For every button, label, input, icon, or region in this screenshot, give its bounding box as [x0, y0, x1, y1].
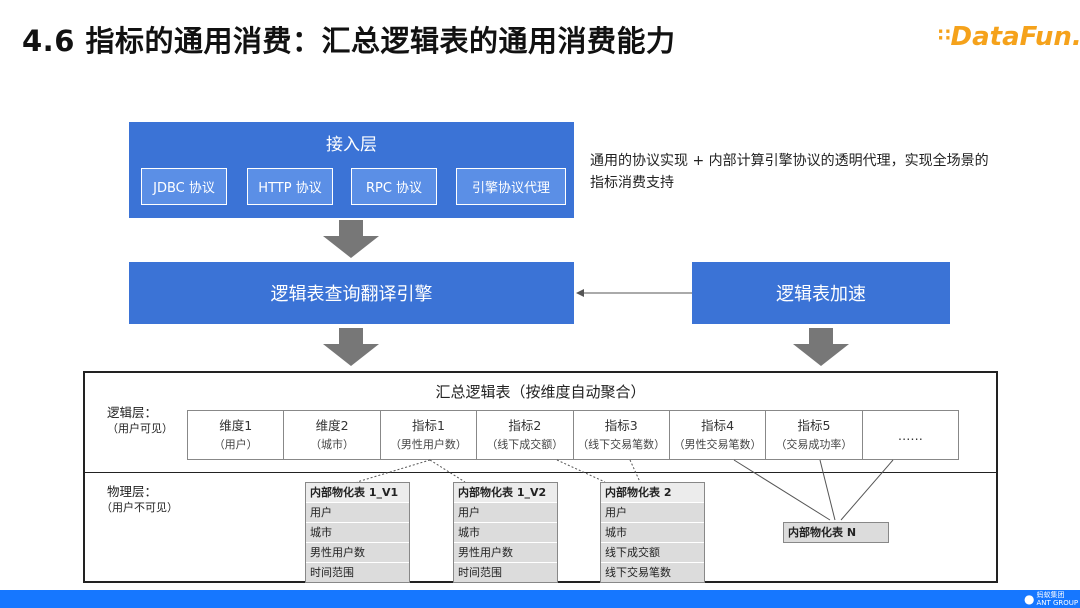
table-row: 用户: [454, 502, 557, 522]
metric-name: 指标2: [508, 418, 542, 433]
physical-layer-name: 物理层：: [107, 484, 158, 499]
table-row: 城市: [601, 522, 704, 542]
logical-layer-name: 逻辑层：: [107, 405, 158, 420]
dimension-cell: 维度1 （用户）: [188, 411, 285, 459]
summary-title: 汇总逻辑表（按维度自动聚合）: [435, 383, 646, 401]
protocol-rpc: RPC 协议: [351, 168, 437, 205]
translation-engine-box: 逻辑表查询翻译引擎: [129, 262, 574, 324]
dimension-name: 维度1: [219, 418, 253, 433]
down-arrow-icon: [793, 328, 849, 366]
table-row: 线下交易笔数: [601, 562, 704, 582]
dimension-sub: （城市）: [310, 438, 355, 451]
metric-cell: 指标5 （交易成功率）: [766, 411, 863, 459]
metric-cell: 指标1 （男性用户数）: [381, 411, 478, 459]
dimension-row: 维度1 （用户） 维度2 （城市） 指标1 （男性用户数） 指标2 （线下成交额） 指标…: [187, 410, 959, 460]
metric-cell: 指标4 （男性交易笔数）: [670, 411, 767, 459]
logic-table-accel-box: 逻辑表加速: [692, 262, 950, 324]
table-title: 内部物化表 1_V1: [306, 483, 409, 502]
metric-sub: （线下成交额）: [486, 438, 564, 451]
metric-sub: （男性用户数）: [389, 438, 467, 451]
logo-text: DataFun.: [950, 22, 1080, 52]
access-layer-title: 接入层: [326, 135, 377, 155]
table-row: 时间范围: [454, 562, 557, 582]
materialized-table-1-v1: 内部物化表 1_V1 用户 城市 男性用户数 时间范围: [305, 482, 410, 583]
ant-logo-icon: ●: [1024, 592, 1035, 606]
metric-sub: （线下交易笔数）: [577, 438, 666, 451]
ant-logo-line1: 蚂蚁集团: [1036, 591, 1065, 599]
footer-bar: [0, 590, 1080, 608]
logical-layer-note: （用户可见）: [107, 422, 173, 435]
metric-sub: （男性交易笔数）: [673, 438, 762, 451]
materialized-table-2: 内部物化表 2 用户 城市 线下成交额 线下交易笔数: [600, 482, 705, 583]
mapping-lines: [356, 459, 894, 521]
dimension-sub: （用户）: [213, 438, 258, 451]
logical-layer-label: 逻辑层： （用户可见）: [107, 405, 173, 437]
table-title: 内部物化表 2: [601, 483, 704, 502]
materialized-table-n: 内部物化表 N: [783, 522, 889, 543]
physical-layer-note: （用户不可见）: [101, 501, 178, 514]
metric-cell: 指标2 （线下成交额）: [477, 411, 574, 459]
down-arrow-icon: [323, 328, 379, 366]
metric-name: 指标4: [701, 418, 735, 433]
metric-name: 指标1: [411, 418, 445, 433]
left-arrow-icon: [576, 289, 692, 297]
table-row: 用户: [601, 502, 704, 522]
dimension-cell: 维度2 （城市）: [284, 411, 381, 459]
table-row: 男性用户数: [306, 542, 409, 562]
table-row: 男性用户数: [454, 542, 557, 562]
table-row: 城市: [454, 522, 557, 542]
ellipsis-cell: ……: [863, 411, 958, 459]
metric-sub: （交易成功率）: [775, 438, 853, 451]
protocol-jdbc: JDBC 协议: [141, 168, 227, 205]
page-title: 4.6 指标的通用消费：汇总逻辑表的通用消费能力: [22, 24, 676, 58]
access-layer-box: 接入层 JDBC 协议 HTTP 协议 RPC 协议 引擎协议代理: [129, 122, 574, 218]
summary-logic-table: 汇总逻辑表（按维度自动聚合） 逻辑层： （用户可见） 维度1 （用户） 维度2 （城…: [83, 371, 998, 583]
protocol-note: 通用的协议实现 + 内部计算引擎协议的透明代理，实现全场景的指标消费支持: [590, 153, 989, 191]
protocol-engine-proxy: 引擎协议代理: [456, 168, 566, 205]
table-title: 内部物化表 1_V2: [454, 483, 557, 502]
table-row: 线下成交额: [601, 542, 704, 562]
materialized-table-1-v2: 内部物化表 1_V2 用户 城市 男性用户数 时间范围: [453, 482, 558, 583]
physical-layer-label: 物理层： （用户不可见）: [101, 484, 178, 516]
table-row: 时间范围: [306, 562, 409, 582]
metric-name: 指标3: [604, 418, 638, 433]
dimension-name: 维度2: [315, 418, 349, 433]
metric-name: 指标5: [797, 418, 831, 433]
layer-separator: [85, 472, 996, 473]
table-row: 城市: [306, 522, 409, 542]
metric-cell: 指标3 （线下交易笔数）: [574, 411, 670, 459]
logo-dots-icon: ∷: [938, 25, 950, 46]
datafun-logo: ∷DataFun.: [938, 22, 1080, 52]
ellipsis-text: ……: [897, 427, 923, 443]
protocol-http: HTTP 协议: [247, 168, 333, 205]
down-arrow-icon: [323, 220, 379, 258]
ant-logo-line2: ANT GROUP: [1036, 599, 1079, 607]
table-row: 用户: [306, 502, 409, 522]
